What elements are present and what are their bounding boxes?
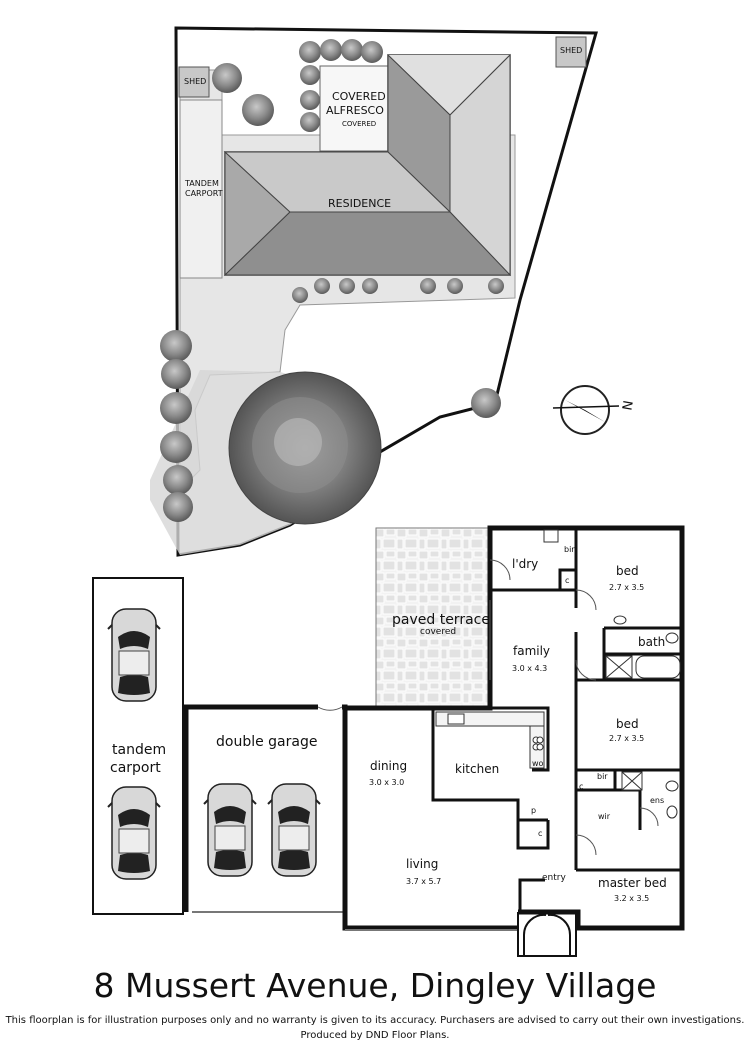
tandem-carport-label-2: carport — [110, 760, 161, 776]
garage-car-2 — [267, 783, 321, 877]
alfresco-label-sub: COVERED — [342, 120, 376, 128]
kitchen-label: kitchen — [455, 762, 499, 776]
double-garage-label: double garage — [216, 734, 317, 750]
c-bir-label: c — [579, 782, 583, 791]
front-yard-tree — [228, 371, 382, 525]
dining-label: dining — [370, 759, 407, 773]
floor-plan: paved terrace covered tandem carport dou… — [92, 525, 685, 957]
shrubs — [160, 39, 504, 522]
living-dims: 3.7 x 5.7 — [406, 877, 441, 886]
wir-label: wir — [598, 812, 611, 821]
carport-car-1 — [107, 608, 161, 702]
site-tandem-label-1: TANDEM — [184, 179, 219, 188]
kitchen-fittings — [435, 711, 545, 769]
site-tandem-carport — [179, 99, 223, 279]
bir-mid-label: bir — [597, 772, 608, 781]
ens-toilet — [665, 780, 679, 792]
alfresco-label-1: COVERED — [332, 90, 386, 103]
residence-roof — [223, 53, 512, 277]
shed-right — [555, 36, 587, 68]
pantry-label: p — [531, 806, 536, 815]
dining-dims: 3.0 x 3.0 — [369, 778, 404, 787]
c-kitchen-label: c — [538, 829, 542, 838]
master-bed-label: master bed — [598, 876, 667, 890]
wo-label: wo — [532, 759, 544, 768]
site-plan: SHED SHED TANDEM CARPORT COVERED ALFRESC… — [150, 26, 637, 557]
entry-label: entry — [542, 873, 566, 883]
disclaimer-line-1: This floorplan is for illustration purpo… — [5, 1015, 745, 1026]
bath-basin — [613, 615, 627, 625]
carport-car-2 — [107, 786, 161, 880]
compass — [551, 385, 620, 435]
bath-tub — [635, 655, 681, 679]
residence-label: RESIDENCE — [328, 197, 391, 210]
ens-label: ens — [650, 796, 664, 805]
family-label: family — [513, 644, 550, 658]
entry-porch — [517, 912, 577, 957]
bath-toilet — [665, 632, 679, 644]
covered-alfresco — [319, 65, 391, 152]
bed3-dims: 2.7 x 3.5 — [609, 734, 644, 743]
family-dims: 3.0 x 4.3 — [512, 664, 547, 673]
bir-top-label: bir — [564, 545, 575, 554]
living-label: living — [406, 857, 438, 871]
bed3-label: bed — [616, 717, 639, 731]
disclaimer-line-2: Produced by DND Floor Plans. — [300, 1030, 450, 1041]
alfresco-label-2: ALFRESCO — [326, 104, 384, 117]
shed-right-label: SHED — [560, 46, 582, 55]
site-tandem-label-2: CARPORT — [185, 189, 223, 198]
laundry-tub — [543, 529, 559, 543]
shed-left — [178, 66, 210, 98]
door-swings — [489, 559, 659, 856]
bed2-label: bed — [616, 564, 639, 578]
compass-n-label: N — [620, 399, 636, 411]
garage-car-1 — [203, 783, 257, 877]
ens-toilet-2 — [666, 805, 678, 819]
property-title: 8 Mussert Avenue, Dingley Village — [93, 966, 657, 1005]
bath-label: bath — [638, 635, 665, 649]
c-laundry-label: c — [565, 576, 569, 585]
laundry-label: l'dry — [512, 557, 538, 571]
tandem-carport-label-1: tandem — [112, 742, 166, 758]
bed2-dims: 2.7 x 3.5 — [609, 583, 644, 592]
master-bed-dims: 3.2 x 3.5 — [614, 894, 649, 903]
paved-terrace-label: paved terrace — [392, 612, 490, 628]
shed-left-label: SHED — [184, 77, 206, 86]
paved-terrace-sub: covered — [420, 627, 456, 637]
